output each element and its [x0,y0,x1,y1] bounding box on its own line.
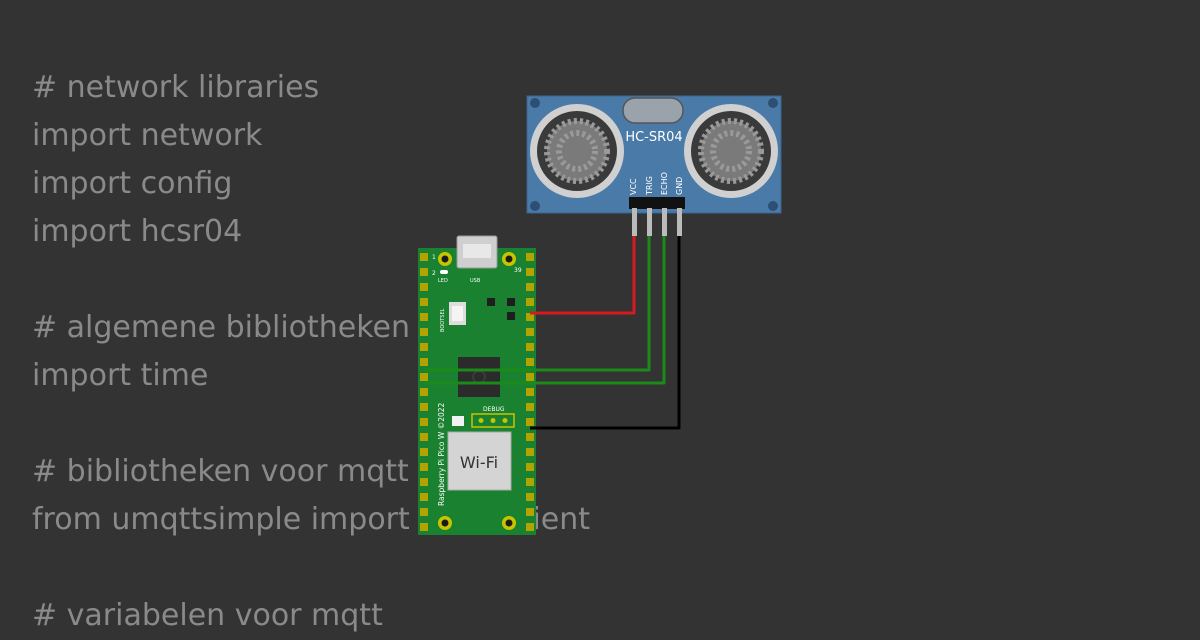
bootsel-label: BOOTSEL [440,308,446,332]
rp2040-chip [458,357,500,397]
crystal-oscillator [622,97,684,124]
code-line: import hcsr04 [32,214,243,249]
chip-small [487,298,495,306]
pin-label-gnd: GND [675,177,684,195]
pico-w-board[interactable]: 1 2 39 LED USB BOOTSEL DEBUG Wi-Fi Raspb… [418,235,536,535]
wifi-module [447,431,512,491]
pin-number-2: 2 [432,270,436,277]
code-line: # variabelen voor mqtt [32,598,383,633]
mount-hole [530,98,540,108]
usb-port [463,244,491,258]
led-indicator [440,270,448,274]
led-label: LED [438,278,448,284]
mount-hole [768,201,778,211]
pin-vcc[interactable] [632,208,637,236]
wire-echo[interactable] [424,236,666,385]
pin-number-39: 39 [514,267,522,274]
wire-vcc[interactable] [530,236,636,315]
code-line: import config [32,166,233,201]
transducer-right [684,104,778,198]
debug-pad [452,416,464,426]
pin-number-1: 1 [432,254,436,261]
pin-column-right [526,253,534,531]
pin-label-vcc: VCC [629,178,638,195]
code-line: import time [32,358,209,393]
wifi-label: Wi-Fi [460,453,498,472]
usb-label: USB [470,278,481,284]
pin-column-left [420,253,428,531]
pin-trig[interactable] [647,208,652,236]
debug-header [471,413,515,428]
sensor-name: HC-SR04 [625,130,682,145]
code-listing: # network libraries import network import … [32,64,590,640]
mount-hole [530,201,540,211]
code-line: # network libraries [32,70,320,105]
board-text: Raspberry Pi Pico W ©2022 [437,402,446,506]
wires [424,236,681,430]
chip-small [507,298,515,306]
chip-small [507,312,515,320]
mount-hole [768,98,778,108]
debug-label: DEBUG [483,406,505,413]
pin-label-echo: ECHO [660,172,669,195]
hc-sr04-sensor[interactable]: HC-SR04 VCC TRIG ECHO GND [526,95,782,236]
transducer-left [530,104,624,198]
pin-header [629,197,685,209]
wire-gnd[interactable] [530,236,681,430]
code-line: import network [32,118,263,153]
wire-trig[interactable] [424,236,651,372]
code-line: # algemene bibliotheken [32,310,411,345]
pin-gnd[interactable] [677,208,682,236]
pin-label-trig: TRIG [645,176,654,196]
code-line: # bibliotheken voor mqtt [32,454,409,489]
pin-echo[interactable] [662,208,667,236]
